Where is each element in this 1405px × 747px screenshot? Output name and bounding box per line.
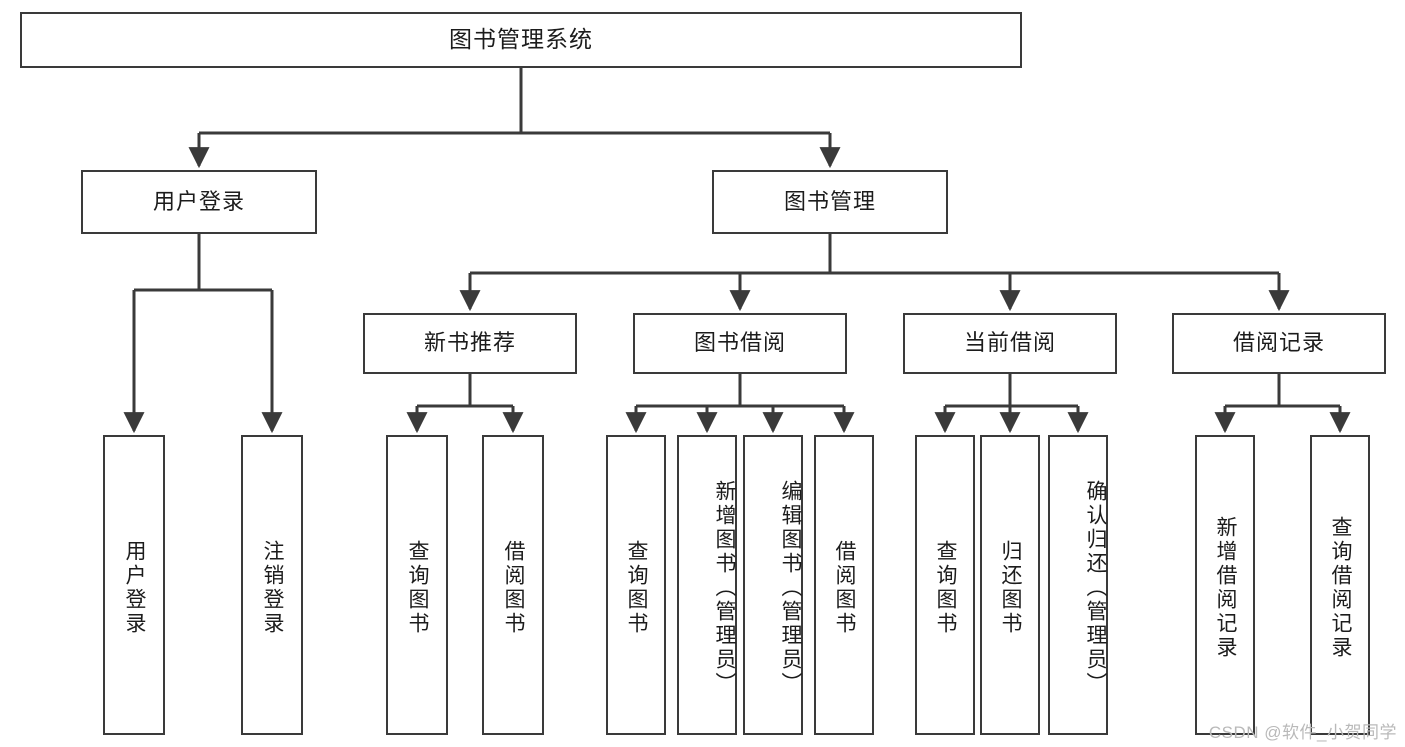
leaf-borrow-borrow-book[interactable]: 借阅图书 bbox=[814, 435, 874, 735]
node-user-login[interactable]: 用户登录 bbox=[81, 170, 317, 234]
node-label: 查询图书 bbox=[934, 540, 958, 636]
node-label: 用户登录 bbox=[152, 188, 245, 214]
node-book-management[interactable]: 图书管理 bbox=[712, 170, 948, 234]
leaf-borrow-query-book[interactable]: 查询图书 bbox=[606, 435, 666, 735]
node-label: 借阅图书 bbox=[502, 540, 526, 636]
node-label: 新增图书（管理员） bbox=[713, 480, 736, 696]
node-label: 图书借阅 bbox=[693, 330, 786, 356]
leaf-borrow-edit-book-admin[interactable]: 编辑图书（管理员） bbox=[743, 435, 803, 735]
leaf-current-return-book[interactable]: 归还图书 bbox=[980, 435, 1040, 735]
leaf-user-login-logout[interactable]: 注销登录 bbox=[241, 435, 303, 735]
leaf-borrow-add-book-admin[interactable]: 新增图书（管理员） bbox=[677, 435, 737, 735]
node-root-system[interactable]: 图书管理系统 bbox=[20, 12, 1022, 68]
node-label: 注销登录 bbox=[261, 540, 285, 636]
node-label: 借阅记录 bbox=[1232, 330, 1325, 356]
node-label: 新增借阅记录 bbox=[1214, 516, 1238, 660]
leaf-user-login-login[interactable]: 用户登录 bbox=[103, 435, 165, 735]
leaf-new-book-borrow[interactable]: 借阅图书 bbox=[482, 435, 544, 735]
leaf-record-add-record[interactable]: 新增借阅记录 bbox=[1195, 435, 1255, 735]
node-label: 借阅图书 bbox=[833, 540, 857, 636]
leaf-current-confirm-return-admin[interactable]: 确认归还（管理员） bbox=[1048, 435, 1108, 735]
node-borrow-record[interactable]: 借阅记录 bbox=[1172, 313, 1386, 374]
node-label: 图书管理系统 bbox=[449, 26, 593, 53]
node-label: 查询图书 bbox=[625, 540, 649, 636]
node-label: 查询借阅记录 bbox=[1329, 516, 1353, 660]
node-label: 当前借阅 bbox=[963, 330, 1056, 356]
leaf-record-query-record[interactable]: 查询借阅记录 bbox=[1310, 435, 1370, 735]
node-label: 编辑图书（管理员） bbox=[779, 480, 802, 696]
node-label: 图书管理 bbox=[783, 188, 876, 214]
watermark: CSDN @软件_小贺同学 bbox=[1208, 723, 1397, 742]
node-new-book-recommend[interactable]: 新书推荐 bbox=[363, 313, 577, 374]
node-label: 用户登录 bbox=[123, 540, 147, 636]
leaf-new-book-query[interactable]: 查询图书 bbox=[386, 435, 448, 735]
node-label: 归还图书 bbox=[999, 540, 1023, 636]
node-book-borrow[interactable]: 图书借阅 bbox=[633, 313, 847, 374]
node-label: 确认归还（管理员） bbox=[1084, 480, 1107, 696]
node-label: 新书推荐 bbox=[423, 330, 516, 356]
node-current-borrow[interactable]: 当前借阅 bbox=[903, 313, 1117, 374]
leaf-current-query-book[interactable]: 查询图书 bbox=[915, 435, 975, 735]
node-label: 查询图书 bbox=[406, 540, 430, 636]
